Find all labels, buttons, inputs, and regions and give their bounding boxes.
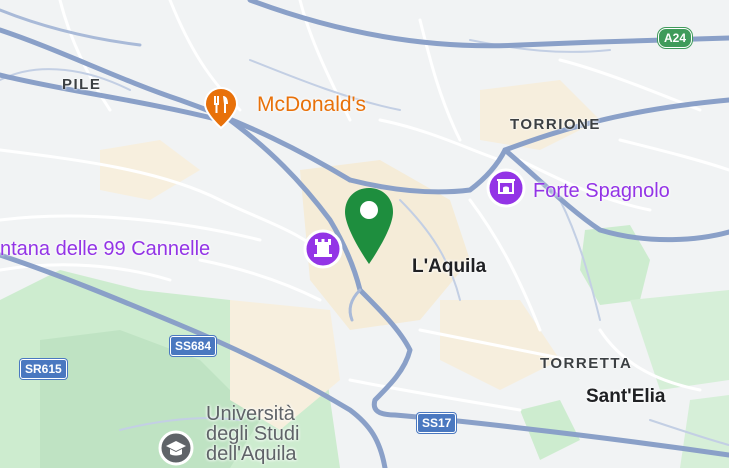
district-label-torretta: TORRETTA <box>540 355 633 372</box>
poi-label-fontana[interactable]: ntana delle 99 Cannelle <box>0 238 211 260</box>
poi-label-forte-spagnolo[interactable]: Forte Spagnolo <box>533 180 670 202</box>
road-shield-ss684[interactable]: SS684 <box>170 336 217 356</box>
poi-label-university-line1: Università <box>206 403 295 425</box>
road-shield-sr615[interactable]: SR615 <box>20 359 67 379</box>
poi-forte-marker[interactable] <box>485 167 527 209</box>
castle-icon <box>303 229 343 269</box>
poi-fontana-marker[interactable] <box>302 228 344 270</box>
poi-label-university-line3: dell'Aquila <box>206 443 297 465</box>
university-icon <box>158 430 194 466</box>
restaurant-icon <box>203 86 239 130</box>
selected-location-pin[interactable] <box>343 186 395 266</box>
castle-icon <box>486 168 526 208</box>
poi-mcdonalds-marker[interactable] <box>203 86 239 130</box>
neighborhood-label-santelia[interactable]: Sant'Elia <box>586 386 666 407</box>
poi-university-marker[interactable] <box>158 430 194 466</box>
district-label-pile: PILE <box>62 76 102 93</box>
poi-label-university[interactable]: Università degli Studi dell'Aquila <box>206 404 299 464</box>
poi-label-mcdonalds[interactable]: McDonald's <box>257 93 367 116</box>
road-shield-a24[interactable]: A24 <box>658 28 693 48</box>
district-label-torrione: TORRIONE <box>510 116 601 133</box>
poi-label-university-line2: degli Studi <box>206 423 300 445</box>
city-label[interactable]: L'Aquila <box>412 256 487 277</box>
map-pin-icon <box>345 188 393 264</box>
road-shield-ss17[interactable]: SS17 <box>417 413 457 433</box>
